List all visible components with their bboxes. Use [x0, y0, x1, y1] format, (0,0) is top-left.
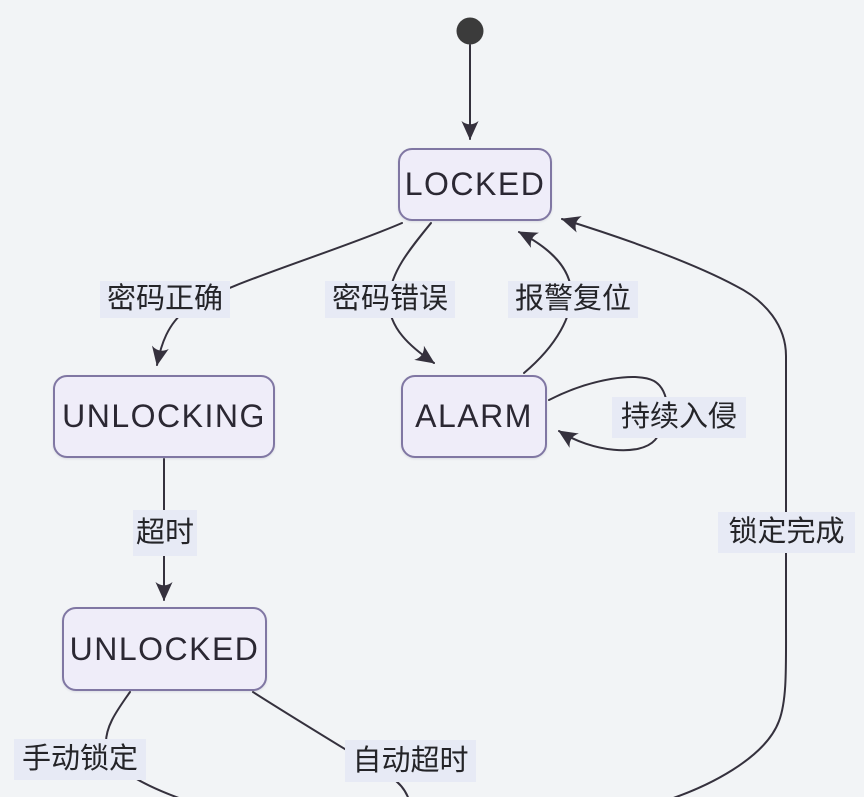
transition-label-lock-complete: 锁定完成	[718, 512, 855, 553]
state-alarm[interactable]: ALARM	[401, 375, 547, 458]
transition-label-timeout: 超时	[133, 510, 197, 556]
state-unlocked[interactable]: UNLOCKED	[62, 607, 267, 691]
state-locked-label: LOCKED	[404, 166, 546, 202]
edge-locking-to-locked	[561, 216, 788, 797]
transition-label-alarm-reset: 报警复位	[508, 281, 638, 318]
state-alarm-label: ALARM	[415, 398, 533, 434]
transition-label-continuous-intrusion: 持续入侵	[612, 397, 746, 438]
transition-label-auto-timeout: 自动超时	[345, 740, 476, 782]
state-locked[interactable]: LOCKED	[398, 148, 552, 221]
transition-label-manual-lock: 手动锁定	[14, 739, 146, 780]
initial-state-dot	[456, 17, 484, 45]
state-unlocking[interactable]: UNLOCKING	[53, 375, 275, 458]
state-unlocking-label: UNLOCKING	[62, 398, 266, 434]
transition-label-password-wrong: 密码错误	[325, 281, 455, 318]
state-unlocked-label: UNLOCKED	[69, 630, 260, 667]
transition-label-password-correct: 密码正确	[100, 281, 230, 318]
